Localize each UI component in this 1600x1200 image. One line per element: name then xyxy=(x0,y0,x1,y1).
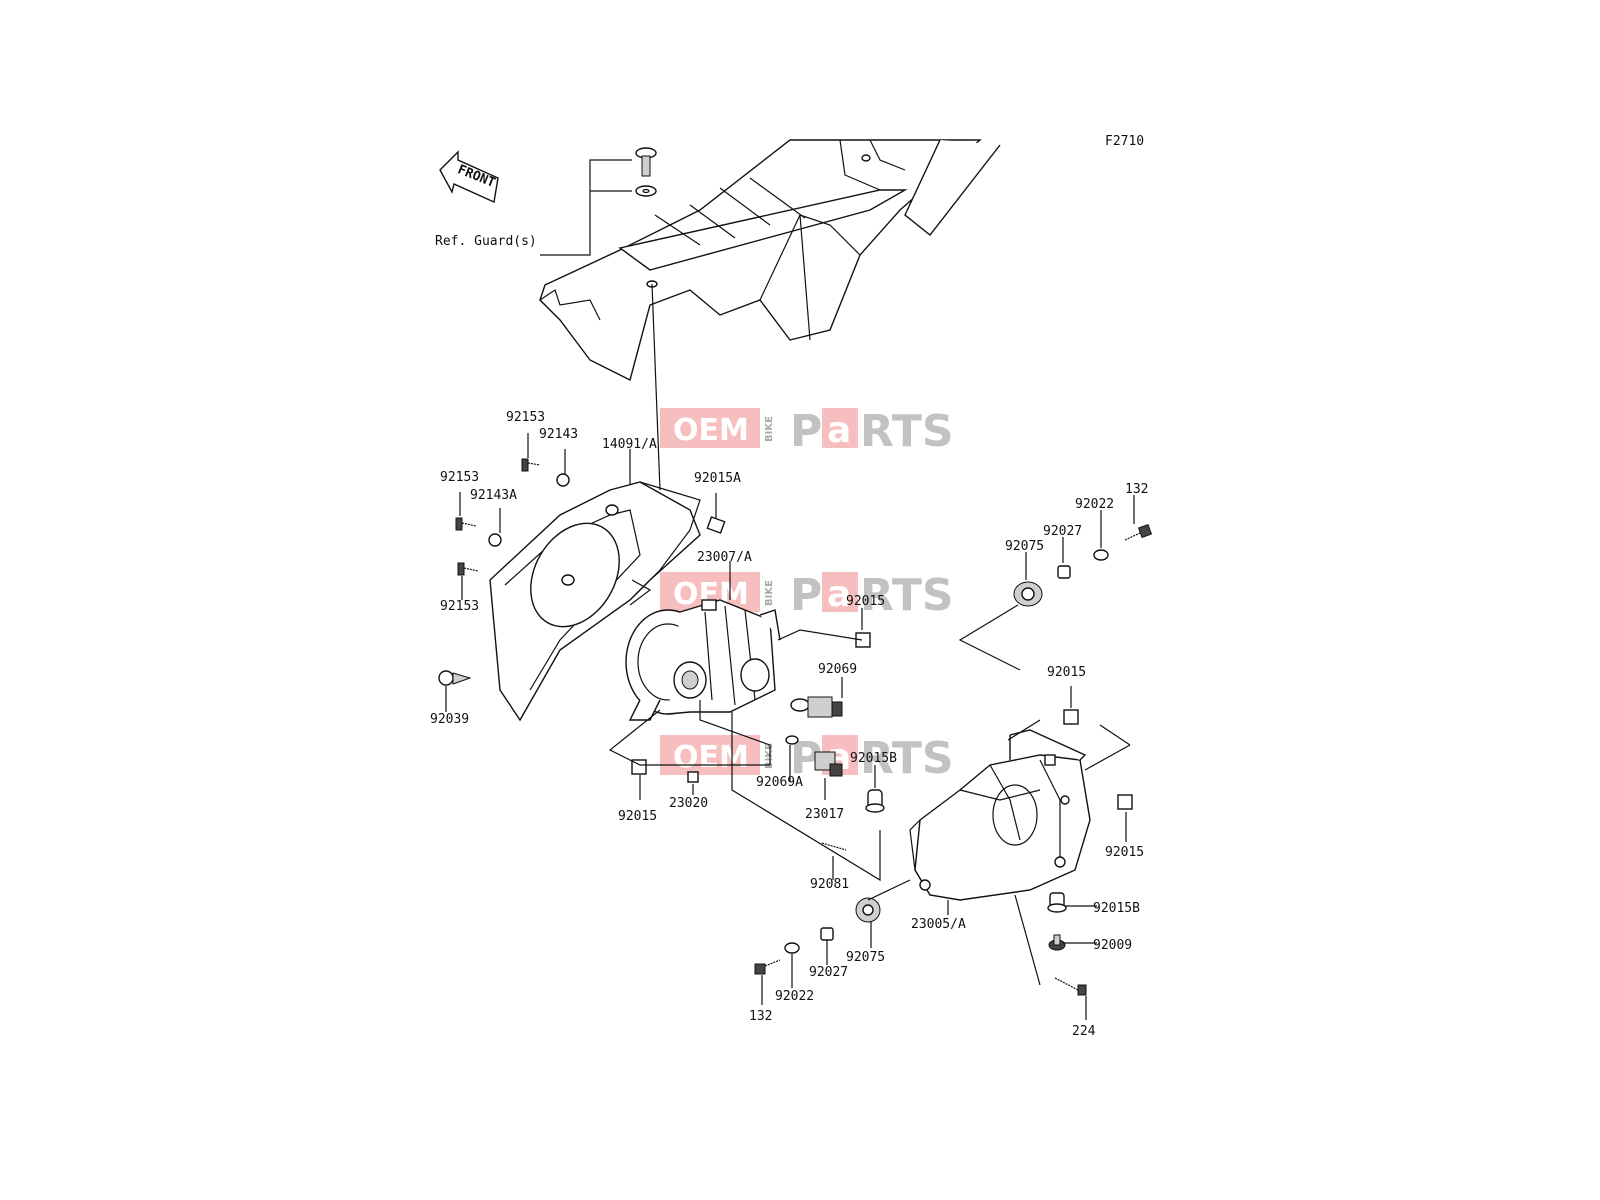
collar-icon xyxy=(820,927,834,941)
watermark-rts: RTS xyxy=(860,733,954,784)
bulb-icon xyxy=(790,696,843,718)
part-label: 92015B xyxy=(850,751,897,766)
watermark-p: P xyxy=(790,570,822,621)
watermark-bike: BIKE xyxy=(764,416,775,442)
part-label: 92015 xyxy=(846,594,885,609)
bolt-icon xyxy=(754,959,781,975)
watermark-1: OEM BIKE P a RTS xyxy=(660,406,954,457)
adjuster-screw-icon xyxy=(821,842,847,851)
part-label: 23020 xyxy=(669,796,708,811)
grommet-icon xyxy=(1047,892,1067,913)
bolt-icon xyxy=(1054,977,1087,996)
part-label: 92022 xyxy=(1075,497,1114,512)
part-label: 23007/A xyxy=(697,550,752,565)
part-labels: 92153 92143 14091/A 92153 92143A 92015A … xyxy=(430,410,1148,1039)
part-label: 92015 xyxy=(1105,845,1144,860)
part-label: 92081 xyxy=(810,877,849,892)
watermark-3: OEM BIKE P a RTS xyxy=(660,733,954,784)
diagram-code: F2710 xyxy=(1105,134,1144,149)
nut-icon xyxy=(1117,794,1133,810)
ref-guard-label: Ref. Guard(s) xyxy=(435,234,537,249)
bolt-icon xyxy=(455,517,477,531)
part-label: 92153 xyxy=(440,470,479,485)
front-arrow-icon: FRONT xyxy=(439,150,499,204)
grommet-icon xyxy=(556,473,570,487)
part-label: 92075 xyxy=(846,950,885,965)
grommet-icon xyxy=(1013,581,1043,607)
screw-icon xyxy=(1048,934,1066,951)
part-label: 92143 xyxy=(539,427,578,442)
part-label: 92143A xyxy=(470,488,517,503)
grommet-icon xyxy=(855,897,881,923)
part-label: 14091/A xyxy=(602,437,657,452)
leader-lines xyxy=(445,433,1135,1020)
part-label: 92015 xyxy=(618,809,657,824)
watermark-rts: RTS xyxy=(860,406,954,457)
part-label: 92015 xyxy=(1047,665,1086,680)
headlight-cover xyxy=(489,481,701,722)
part-label: 92069A xyxy=(756,775,803,790)
nut-icon xyxy=(855,632,871,648)
frame-guard xyxy=(539,139,1001,382)
bolt-icon xyxy=(521,458,541,472)
watermark-oem: OEM xyxy=(673,413,749,448)
grommet-icon xyxy=(488,533,502,547)
screw-icon xyxy=(635,147,657,177)
part-label: 92069 xyxy=(818,662,857,677)
washer-icon xyxy=(635,185,657,197)
watermark-a: a xyxy=(827,410,851,451)
grommet-icon xyxy=(865,789,885,813)
nut-icon xyxy=(631,759,647,775)
watermark-oem: OEM xyxy=(673,740,749,775)
part-label: 132 xyxy=(1125,482,1148,497)
part-label: 23005/A xyxy=(911,917,966,932)
part-label: 92015A xyxy=(694,471,741,486)
watermark-2: OEM BIKE P a RTS xyxy=(660,570,954,621)
nut-icon xyxy=(687,771,699,783)
watermark-a: a xyxy=(827,574,851,615)
watermark-rts: RTS xyxy=(860,570,954,621)
watermark-p: P xyxy=(790,406,822,457)
bulb-small-icon xyxy=(785,735,799,745)
headlight-unit xyxy=(625,599,781,721)
collar-icon xyxy=(1057,565,1071,579)
nut-icon xyxy=(1063,709,1079,725)
part-label: 224 xyxy=(1072,1024,1096,1039)
watermark-bike: BIKE xyxy=(764,580,775,606)
part-label: 92022 xyxy=(775,989,814,1004)
part-label: 92153 xyxy=(506,410,545,425)
washer-icon xyxy=(1093,549,1109,561)
nut-icon xyxy=(706,516,726,534)
headlight-unit-right xyxy=(909,729,1091,901)
part-label: 92027 xyxy=(1043,524,1082,539)
washer-icon xyxy=(784,942,800,954)
socket-icon xyxy=(814,751,843,777)
part-label: 92027 xyxy=(809,965,848,980)
part-label: 92039 xyxy=(430,712,469,727)
part-label: 132 xyxy=(749,1009,772,1024)
bolt-icon xyxy=(457,562,479,576)
part-label: 92015B xyxy=(1093,901,1140,916)
part-label: 23017 xyxy=(805,807,844,822)
bolt-icon xyxy=(1124,523,1153,541)
part-label: 92153 xyxy=(440,599,479,614)
clip-icon xyxy=(438,670,472,686)
part-label: 92075 xyxy=(1005,539,1044,554)
part-label: 92009 xyxy=(1093,938,1132,953)
